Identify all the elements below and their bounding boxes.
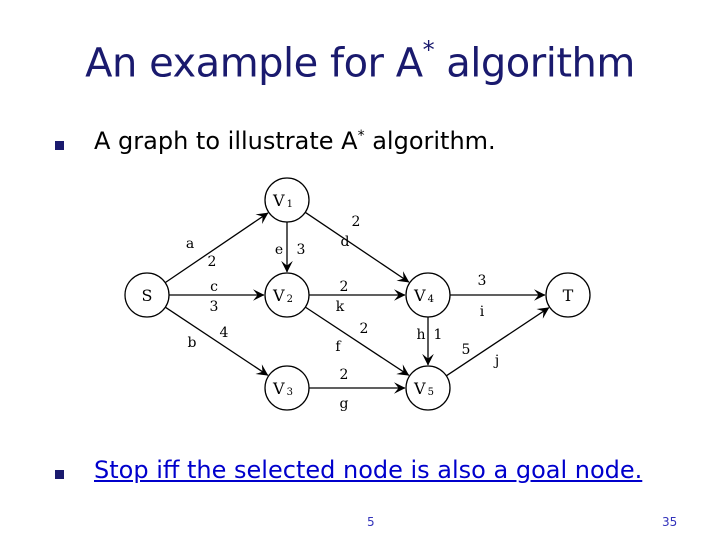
edge-weight-i: 3 (478, 273, 487, 289)
node-circle-V1 (264, 177, 310, 223)
edge-name-g: g (340, 396, 349, 412)
edge-S-V3 (164, 306, 269, 376)
edge-name-d: d (341, 234, 350, 250)
edge-name-j: j (493, 353, 499, 369)
node-subscript-V5: 5 (428, 387, 434, 398)
node-circle-V4 (405, 272, 451, 318)
node-label-T: T (563, 286, 574, 305)
edge-name-i: i (480, 304, 485, 320)
node-subscript-V1: 1 (287, 199, 293, 210)
edge-S-V1 (164, 212, 269, 284)
bullet-1-superscript: * (357, 128, 365, 144)
footer-page-center: 5 (367, 515, 375, 529)
slide-title-main: An example for A (85, 40, 423, 87)
bullet-text-1: A graph to illustrate A* algorithm. (94, 127, 496, 155)
node-circle-V2 (264, 272, 310, 318)
stop-condition-link[interactable]: Stop iff the selected node is also a goa… (94, 456, 643, 484)
node-subscript-V3: 3 (287, 387, 293, 398)
node-label-S: S (142, 286, 153, 305)
edge-name-b: b (188, 335, 197, 351)
edge-name-a: a (186, 236, 194, 252)
edge-weight-g: 2 (340, 367, 349, 383)
edge-V1-V4 (304, 211, 410, 283)
node-subscript-V2: 2 (287, 294, 293, 305)
node-S: S (124, 272, 170, 318)
edge-weight-k: 2 (340, 279, 349, 295)
node-circle-V3 (264, 365, 310, 411)
edge-weight-h: 1 (434, 327, 443, 343)
slide-title: An example for A* algorithm (0, 36, 720, 87)
edge-weight-b: 4 (220, 325, 229, 341)
edge-weight-d: 2 (352, 214, 361, 230)
slide-title-superscript: * (422, 36, 435, 64)
slide-title-suffix: algorithm (434, 40, 635, 87)
footer-slide-number: 35 (662, 515, 678, 529)
bullet-1-suffix: algorithm. (364, 127, 496, 155)
edge-name-k: k (336, 299, 345, 315)
node-circle-S (124, 272, 170, 318)
bullet-1-prefix: A graph to illustrate A (94, 127, 358, 155)
edge-weight-f: 2 (360, 321, 369, 337)
edge-name-c: c (210, 279, 218, 295)
node-T: T (545, 272, 591, 318)
node-subscript-V4: 4 (428, 294, 434, 305)
edge-name-f: f (335, 339, 342, 355)
bullet-marker-2 (55, 470, 64, 479)
node-circle-V5 (405, 365, 451, 411)
edge-name-h: h (416, 327, 425, 343)
edge-weight-a: 2 (208, 254, 217, 270)
edge-V2-V5 (305, 306, 410, 376)
node-circle-T (545, 272, 591, 318)
edge-weight-c: 3 (210, 299, 219, 315)
edge-name-e: e (275, 242, 283, 258)
edge-weight-j: 5 (462, 342, 471, 358)
bullet-marker-1 (55, 141, 64, 150)
edge-V5-T (445, 307, 550, 377)
edge-weight-e: 3 (297, 242, 306, 258)
